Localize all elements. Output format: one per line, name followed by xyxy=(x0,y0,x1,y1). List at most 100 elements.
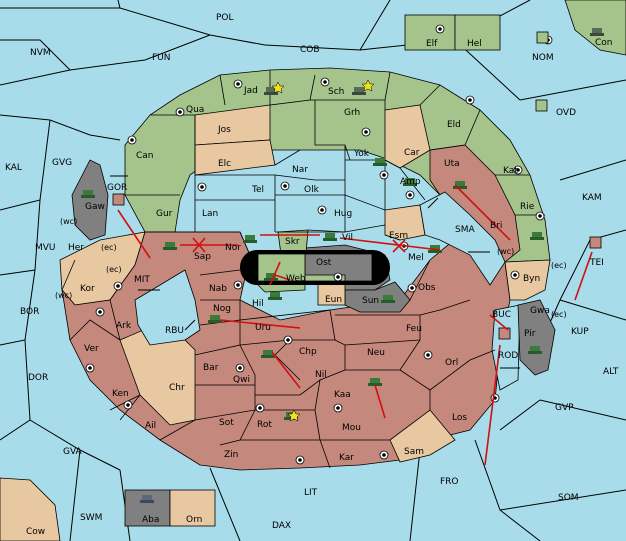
land-label-her: Her xyxy=(68,243,84,253)
land-label-gur: Gur xyxy=(156,209,173,219)
land-label-gaw: Gaw xyxy=(85,202,105,212)
unit-army-sun[interactable] xyxy=(381,295,395,303)
province-elc[interactable] xyxy=(194,139,276,176)
sea-label-pol: POL xyxy=(216,13,234,23)
province-pir[interactable] xyxy=(517,299,556,376)
sea-rbu-inlet[interactable] xyxy=(134,269,201,346)
sea-label-kal: KAL xyxy=(5,163,22,173)
sea-label-cob: COB xyxy=(300,45,320,55)
province-sun[interactable] xyxy=(344,281,411,313)
land-label-mel: Mel xyxy=(408,253,424,263)
unit-army-con[interactable] xyxy=(590,28,604,36)
land-label-can: Can xyxy=(136,151,154,161)
land-label-bar: Bar xyxy=(203,363,219,373)
land-label-neu: Neu xyxy=(367,348,385,358)
sea-label-gvg: GVG xyxy=(52,158,72,168)
land-label-gwa: Gwa xyxy=(530,306,550,316)
unit-army-mel[interactable] xyxy=(428,245,442,253)
land-label-kaa: Kaa xyxy=(334,390,351,400)
sea-sma-inlet[interactable] xyxy=(419,191,506,286)
province-cow[interactable] xyxy=(0,477,61,541)
sc-ost xyxy=(333,272,343,282)
unit-army-sch[interactable] xyxy=(352,87,366,95)
unit-army-kaa[interactable] xyxy=(368,378,382,386)
province-sam[interactable] xyxy=(389,409,456,463)
unit-army-web[interactable] xyxy=(264,273,278,281)
unit-fleet-ovd[interactable] xyxy=(535,99,548,112)
sea-label-nom: NOM xyxy=(532,53,554,63)
unit-army-vil[interactable] xyxy=(323,233,337,241)
land-label-sot: Sot xyxy=(219,418,234,428)
land-label-grh: Grh xyxy=(344,108,360,118)
land-label-nar: Nar xyxy=(292,165,308,175)
unit-army-sap[interactable] xyxy=(163,242,177,250)
sea-label-dor: DOR xyxy=(28,373,48,383)
unit-army-nog[interactable] xyxy=(208,315,222,323)
sea-label-rod: ROD xyxy=(498,351,518,361)
sc-ark xyxy=(95,307,105,317)
unit-fleet-nom[interactable] xyxy=(536,31,549,44)
province-gaw[interactable] xyxy=(71,159,109,241)
province-hel[interactable] xyxy=(454,14,501,51)
land-label-con: Con xyxy=(595,38,613,48)
province-car[interactable] xyxy=(384,104,431,169)
land-label-olk: Olk xyxy=(304,185,320,195)
unit-army-hil[interactable] xyxy=(268,292,282,300)
sea-label-alt: ALT xyxy=(603,367,619,377)
land-label-nil: Nil xyxy=(315,370,327,380)
unit-army-amp[interactable] xyxy=(403,178,417,186)
land-label-esm: Esm xyxy=(389,231,408,241)
unit-army-uta[interactable] xyxy=(453,181,467,189)
unit-fleet-tei[interactable] xyxy=(589,236,602,249)
unit-army-jad[interactable] xyxy=(264,87,278,95)
land-label-zin: Zin xyxy=(224,450,238,460)
land-label-los: Los xyxy=(452,413,467,423)
sc-amp xyxy=(405,190,415,200)
unit-fleet-gor[interactable] xyxy=(112,193,125,206)
home-stars xyxy=(271,79,375,422)
province-esm[interactable] xyxy=(384,204,426,241)
unit-army-aba[interactable] xyxy=(140,495,154,503)
land-label-ken: Ken xyxy=(112,389,129,399)
sea-label-fro: FRO xyxy=(440,477,459,487)
sc-qua xyxy=(175,107,185,117)
land-label-chr: Chr xyxy=(169,383,185,393)
sc-kar xyxy=(379,450,389,460)
sea-label-gor: GOR xyxy=(107,183,127,193)
land-label-qua: Qua xyxy=(186,105,204,115)
sc-chp xyxy=(283,335,293,345)
sc-can xyxy=(127,135,137,145)
sea-label-rbu: RBU xyxy=(165,326,184,336)
unit-army-gaw[interactable] xyxy=(81,190,95,198)
sea-label-mit: MIT xyxy=(134,275,150,285)
unit-army-chp[interactable] xyxy=(261,350,275,358)
sea-label-kam: KAM xyxy=(582,193,602,203)
land-label-chp: Chp xyxy=(299,347,317,357)
province-elf[interactable] xyxy=(404,14,456,51)
sea-label-lit: LIT xyxy=(304,488,318,498)
province-con[interactable] xyxy=(564,0,626,56)
unit-army-rie[interactable] xyxy=(530,232,544,240)
unit-fleet-buc[interactable] xyxy=(498,327,511,340)
sc-hug xyxy=(317,205,327,215)
province-orn[interactable] xyxy=(169,489,216,527)
land-label-rie: Rie xyxy=(520,202,535,212)
unit-army-pir[interactable] xyxy=(528,346,542,354)
land-label-qwi: Qwi xyxy=(233,375,250,385)
land-label-hel: Hel xyxy=(467,39,482,49)
land-label-car: Car xyxy=(404,148,420,158)
coast-label-gvg-wc: (wc) xyxy=(60,217,77,226)
coast-label-kor-wc: (wc) xyxy=(55,291,72,300)
unit-army-nor[interactable] xyxy=(243,235,257,243)
sc-rot xyxy=(255,403,265,413)
sea-buc-gap[interactable] xyxy=(491,304,521,391)
province-byn[interactable] xyxy=(504,259,551,301)
land-label-aba: Aba xyxy=(142,515,159,525)
land-label-sam: Sam xyxy=(404,447,424,457)
land-label-elf: Elf xyxy=(426,39,438,49)
unit-army-yok[interactable] xyxy=(373,158,387,166)
land-label-group: Elf Hel Con Jad Sch Qua Jos Grh Eld Can … xyxy=(26,38,613,537)
coast-label-group: (wc) (ec) (ec) (wc) (wc) (ec) (ec) xyxy=(55,217,567,319)
sea-label-tei: TEI xyxy=(589,258,604,268)
